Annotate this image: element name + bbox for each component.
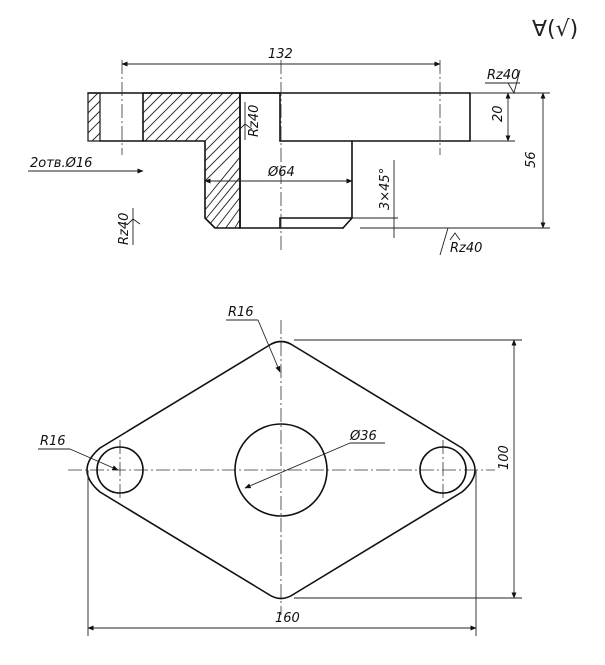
dimension-d64-label: Ø64 [267, 165, 295, 180]
dimension-chamfer-label: 3×45° [378, 168, 393, 210]
right-bolt-hole [419, 446, 467, 494]
dimension-132: 132 [121, 47, 441, 67]
dimension-160-label: 160 [275, 611, 300, 626]
general-roughness-symbol: ∀(√) [532, 17, 578, 42]
dimension-chamfer: 3×45° [352, 160, 398, 238]
dimension-56: 56 [360, 92, 550, 229]
hatched-flange-left [87, 92, 101, 142]
roughness-bottom: Rz40 [439, 227, 482, 256]
dimension-d64: Ø64 [204, 165, 353, 184]
dimension-56-label: 56 [524, 151, 539, 168]
roughness-top-label: Rz40 [487, 68, 519, 83]
section-view: 132 20 56 Ø64 3×45° 2отв.Ø1 [28, 47, 550, 256]
hole-note: 2отв.Ø16 [28, 156, 144, 174]
dimension-100: 100 [294, 339, 522, 599]
plan-view: Ø36 R16 R16 100 160 [38, 305, 522, 636]
roughness-bottom-label: Rz40 [450, 241, 482, 256]
dimension-160: 160 [87, 470, 477, 636]
dimension-d36-label: Ø36 [349, 429, 377, 444]
center-bore [234, 423, 328, 517]
dimension-20: 20 [470, 92, 515, 142]
left-bolt-hole [96, 446, 144, 494]
section-outline [87, 92, 471, 229]
roughness-inner-label: Rz40 [247, 105, 262, 137]
hole-note-label: 2отв.Ø16 [30, 156, 92, 171]
dimension-132-label: 132 [268, 47, 293, 62]
dimension-r16-left-label: R16 [40, 434, 66, 449]
dimension-r16-left: R16 [38, 434, 119, 471]
plan-outline [86, 340, 476, 600]
dimension-100-label: 100 [497, 445, 512, 470]
roughness-left-label: Rz40 [117, 213, 132, 245]
roughness-inner: Rz40 [239, 102, 262, 140]
roughness-left: Rz40 [117, 208, 141, 245]
dimension-r16-top: R16 [226, 305, 281, 373]
roughness-top: Rz40 [485, 68, 521, 95]
dimension-r16-top-label: R16 [228, 305, 254, 320]
dimension-d36: Ø36 [244, 429, 385, 489]
hatched-boss-section [142, 92, 241, 229]
dimension-20-label: 20 [491, 105, 506, 122]
